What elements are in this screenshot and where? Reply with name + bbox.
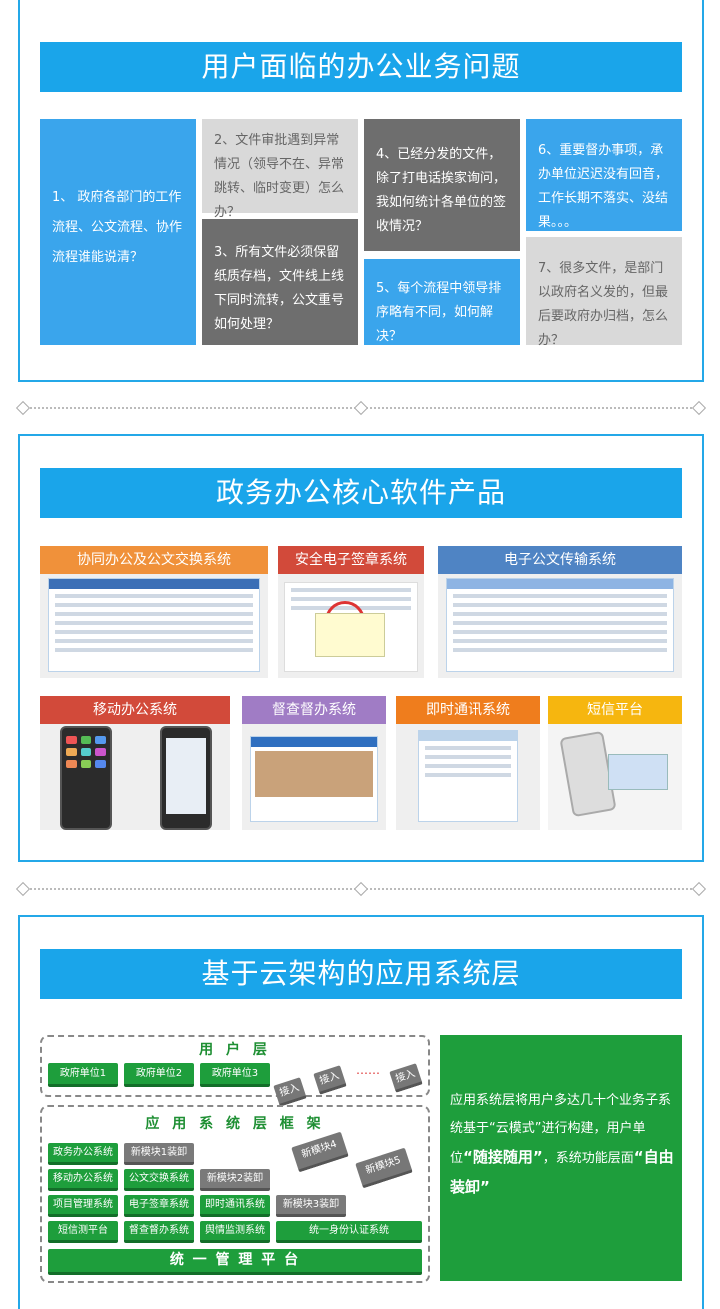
product-card-sms: 短信平台 <box>548 696 682 830</box>
product-card-mobile: 移动办公系统 <box>40 696 230 830</box>
phone-image <box>160 726 212 830</box>
problem-card-4: 4、已经分发的文件，除了打电话挨家询问，我如何统计各单位的签收情况？ <box>364 119 520 251</box>
problems-panel: 用户面临的办公业务问题 1、 政府各部门的工作流程、公文流程、协作流程谁能说清？… <box>18 0 704 382</box>
product-card-signature: 安全电子签章系统 <box>278 546 424 678</box>
unit-button-2: 政府单位2 <box>124 1063 194 1087</box>
product-screenshot <box>40 574 268 678</box>
system-button: 公文交换系统 <box>124 1169 194 1191</box>
product-name: 短信平台 <box>548 696 682 724</box>
product-screenshot <box>548 724 682 830</box>
product-card-supervision: 督查督办系统 <box>242 696 386 830</box>
management-platform: 统 一 管 理 平 台 <box>48 1249 422 1275</box>
product-screenshot <box>438 574 682 678</box>
problem-card-3: 3、所有文件必须保留纸质存档，文件线上线下同时流转，公文重号如何处理？ <box>202 219 358 345</box>
system-button: 即时通讯系统 <box>200 1195 270 1217</box>
architecture-panel: 基于云架构的应用系统层 用 户 层 政府单位1 政府单位2 政府单位3 接入 接… <box>18 915 704 1309</box>
module-button: 新模块1装卸 <box>124 1143 194 1165</box>
product-name: 督查督办系统 <box>242 696 386 724</box>
product-card-transfer: 电子公文传输系统 <box>438 546 682 678</box>
product-name: 安全电子签章系统 <box>278 546 424 574</box>
product-card-collab: 协同办公及公文交换系统 <box>40 546 268 678</box>
unit-button-3: 政府单位3 <box>200 1063 270 1087</box>
description-text: ，系统功能层面 <box>542 1151 634 1166</box>
problem-card-7: 7、很多文件，是部门以政府名义发的，但最后要政府办归档，怎么办？ <box>526 237 682 348</box>
system-button: 项目管理系统 <box>48 1195 118 1217</box>
product-name: 协同办公及公文交换系统 <box>40 546 268 574</box>
product-name: 即时通讯系统 <box>396 696 540 724</box>
description-highlight: “随接随用” <box>463 1148 543 1166</box>
system-button: 舆情监测系统 <box>200 1221 270 1243</box>
problem-card-2: 2、文件审批遇到异常情况（领导不在、异常跳转、临时变更）怎么办？ <box>202 119 358 220</box>
ellipsis: …… <box>356 1063 380 1077</box>
problem-card-6: 6、重要督办事项，承办单位迟迟没有回音，工作长期不落实、没结果。。。 <box>526 119 682 231</box>
product-screenshot <box>278 574 424 678</box>
system-button: 督查督办系统 <box>124 1221 194 1243</box>
description-text: 应用系统层将用户多达几十个业务子系统基于“云模式”进行构建，用户单位 <box>450 1093 672 1166</box>
product-screenshot <box>242 724 386 830</box>
system-button: 统一身份认证系统 <box>276 1221 422 1243</box>
user-layer-title: 用 户 层 <box>199 1042 271 1058</box>
section-title: 政务办公核心软件产品 <box>40 468 682 518</box>
description-highlight: “自由装卸” <box>450 1148 674 1196</box>
problem-card-5: 5、每个流程中领导排序略有不同，如何解决？ <box>364 259 520 345</box>
app-layer: 应 用 系 统 层 框 架 政务办公系统 新模块1装卸 移动办公系统 公文交换系… <box>40 1105 430 1283</box>
system-button: 政务办公系统 <box>48 1143 118 1165</box>
section-divider <box>15 881 707 897</box>
unit-button-1: 政府单位1 <box>48 1063 118 1087</box>
products-panel: 政务办公核心软件产品 协同办公及公文交换系统 安全电子签章系统 电子公文传输系统 <box>18 434 704 862</box>
architecture-description: 应用系统层将用户多达几十个业务子系统基于“云模式”进行构建，用户单位“随接随用”… <box>440 1035 682 1281</box>
product-screenshot <box>396 724 540 830</box>
product-name: 移动办公系统 <box>40 696 230 724</box>
user-layer: 用 户 层 政府单位1 政府单位2 政府单位3 <box>40 1035 430 1097</box>
app-layer-title: 应 用 系 统 层 框 架 <box>145 1116 325 1132</box>
phone-image <box>60 726 112 830</box>
system-button: 短信测平台 <box>48 1221 118 1243</box>
product-card-im: 即时通讯系统 <box>396 696 540 830</box>
module-button: 新模块2装卸 <box>200 1169 270 1191</box>
section-divider <box>15 400 707 416</box>
system-button: 移动办公系统 <box>48 1169 118 1191</box>
section-title: 用户面临的办公业务问题 <box>40 42 682 92</box>
problem-card-1: 1、 政府各部门的工作流程、公文流程、协作流程谁能说清？ <box>40 119 196 345</box>
product-screenshot <box>40 724 230 830</box>
section-title: 基于云架构的应用系统层 <box>40 949 682 999</box>
module-button: 新模块3装卸 <box>276 1195 346 1217</box>
system-button: 电子签章系统 <box>124 1195 194 1217</box>
product-name: 电子公文传输系统 <box>438 546 682 574</box>
